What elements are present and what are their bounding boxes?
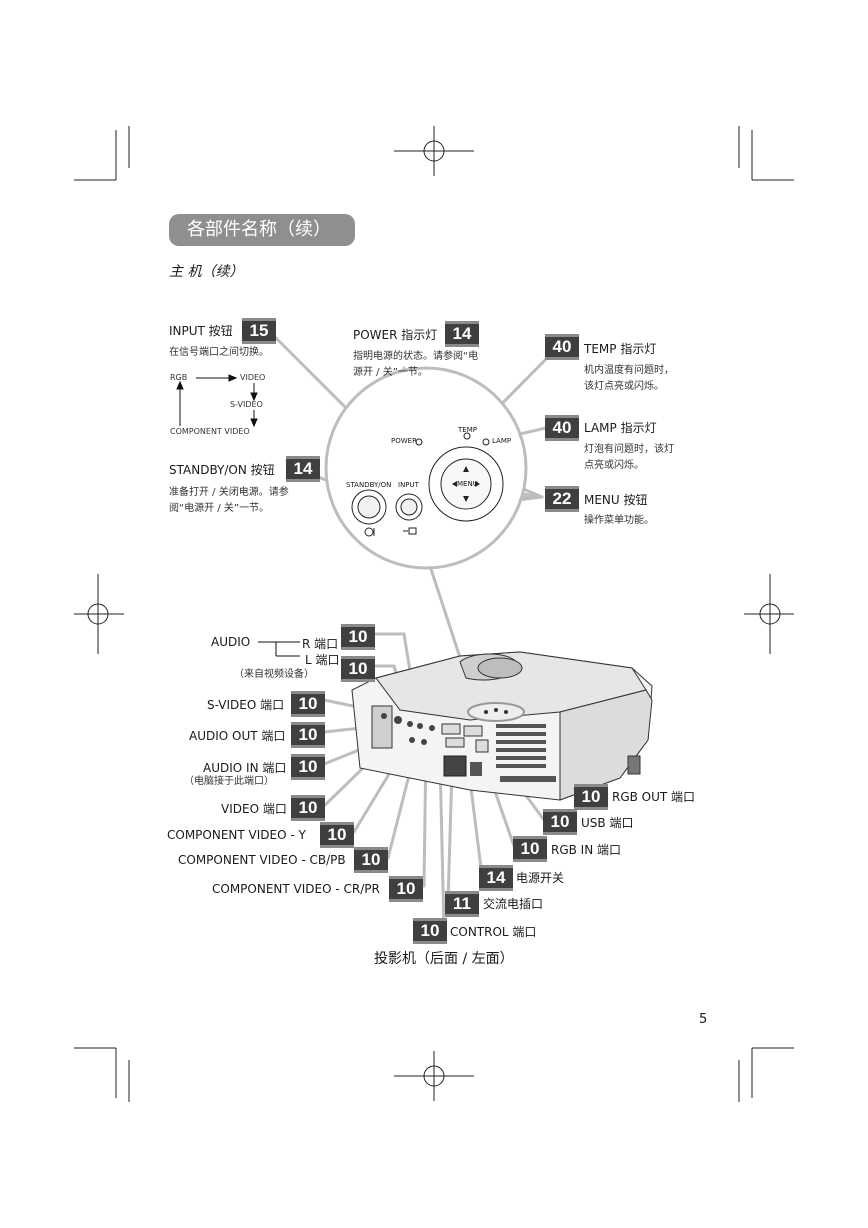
panel-temp-text: TEMP: [458, 426, 477, 434]
power-switch-label: 电源开关: [516, 871, 565, 885]
panel-input-text: INPUT: [398, 481, 419, 489]
page-ref-badge: 11: [445, 891, 479, 917]
port-r-label: R 端口: [302, 637, 339, 651]
projector-illustration: [351, 651, 653, 801]
page-ref-badge: 10: [341, 624, 375, 650]
port-component-cr-label: COMPONENT VIDEO - CR/PR: [212, 882, 380, 896]
flow-svideo: S-VIDEO: [230, 400, 263, 409]
power-led-desc-2: 源开 / 关”一节。: [353, 367, 428, 378]
port-usb-label: USB 端口: [581, 816, 634, 830]
panel-standby-text: STANDBY/ON: [346, 481, 392, 489]
crop-marks: [74, 126, 794, 1102]
port-component-cb-label: COMPONENT VIDEO - CB/PB: [178, 853, 346, 867]
lamp-led-label: LAMP 指示灯: [584, 421, 657, 435]
input-button-desc: 在信号端口之间切换。: [169, 347, 269, 358]
port-svideo-label: S-VIDEO 端口: [207, 698, 285, 712]
port-audio-in-label: AUDIO IN 端口: [203, 761, 287, 775]
page-ref-badge: 40: [545, 334, 579, 360]
standby-button-desc-1: 准备打开 / 关闭电源。请参: [169, 487, 289, 498]
temp-led-desc-2: 该灯点亮或闪烁。: [584, 381, 664, 392]
figure-caption: 投影机（后面 / 左面）: [374, 951, 514, 967]
page-ref-badge: 10: [354, 847, 388, 873]
page-ref-badge: 10: [513, 836, 547, 862]
flow-video: VIDEO: [240, 373, 266, 382]
page-ref-badge: 10: [291, 722, 325, 748]
port-rgb-in-label: RGB IN 端口: [551, 843, 622, 857]
section-subtitle: 主 机（续）: [169, 264, 244, 280]
port-rgb-out-label: RGB OUT 端口: [612, 790, 696, 804]
page-ref-badge: 10: [320, 822, 354, 848]
port-control-label: CONTROL 端口: [450, 925, 537, 939]
page-ref-badge: 40: [545, 415, 579, 441]
panel-power-text: POWER: [391, 437, 417, 445]
port-l-label: L 端口: [305, 653, 340, 667]
page-number: 5: [699, 1012, 708, 1027]
port-audio-out-label: AUDIO OUT 端口: [189, 729, 286, 743]
page-ref-badge: 10: [574, 784, 608, 810]
page-ref-badge: 14: [445, 321, 479, 347]
page-ref-badge: 15: [242, 318, 276, 344]
input-button-label: INPUT 按钮: [169, 324, 233, 338]
power-led-desc-1: 指明电源的状态。请参阅“电: [353, 351, 479, 362]
ac-inlet-label: 交流电插口: [483, 897, 544, 911]
lamp-led-desc-1: 灯泡有问题时，该灯: [584, 444, 674, 455]
panel-lamp-text: LAMP: [492, 437, 512, 445]
flow-rgb: RGB: [170, 373, 188, 382]
temp-led-label: TEMP 指示灯: [584, 342, 657, 356]
page-ref-badge: 14: [286, 456, 320, 482]
page-ref-badge: 14: [479, 865, 513, 891]
page-ref-badge: 10: [291, 754, 325, 780]
audio-note: （来自视频设备）: [234, 669, 314, 680]
lamp-led-desc-2: 点亮或闪烁。: [584, 460, 644, 471]
page-ref-badge: 10: [413, 918, 447, 944]
page-ref-badge: 10: [341, 656, 375, 682]
page-ref-badge: 10: [291, 795, 325, 821]
section-title: 各部件名称（续）: [169, 214, 355, 246]
panel-menu-text: MENU: [457, 480, 478, 488]
temp-led-desc-1: 机内温度有问题时，: [584, 365, 674, 376]
audio-in-note: （电脑接于此端口）: [184, 776, 274, 787]
menu-button-desc: 操作菜单功能。: [584, 515, 654, 526]
page-ref-badge: 10: [389, 876, 423, 902]
port-component-y-label: COMPONENT VIDEO - Y: [167, 828, 306, 842]
standby-button-desc-2: 阅“电源开 / 关”一节。: [169, 503, 270, 514]
menu-button-label: MENU 按钮: [584, 493, 648, 507]
power-led-label: POWER 指示灯: [353, 328, 438, 342]
standby-button-label: STANDBY/ON 按钮: [169, 463, 275, 477]
flow-component: COMPONENT VIDEO: [170, 427, 250, 436]
page-ref-badge: 10: [543, 809, 577, 835]
page-ref-badge: 22: [545, 486, 579, 512]
page-ref-badge: 10: [291, 691, 325, 717]
audio-label: AUDIO: [211, 635, 251, 649]
port-video-label: VIDEO 端口: [221, 802, 287, 816]
